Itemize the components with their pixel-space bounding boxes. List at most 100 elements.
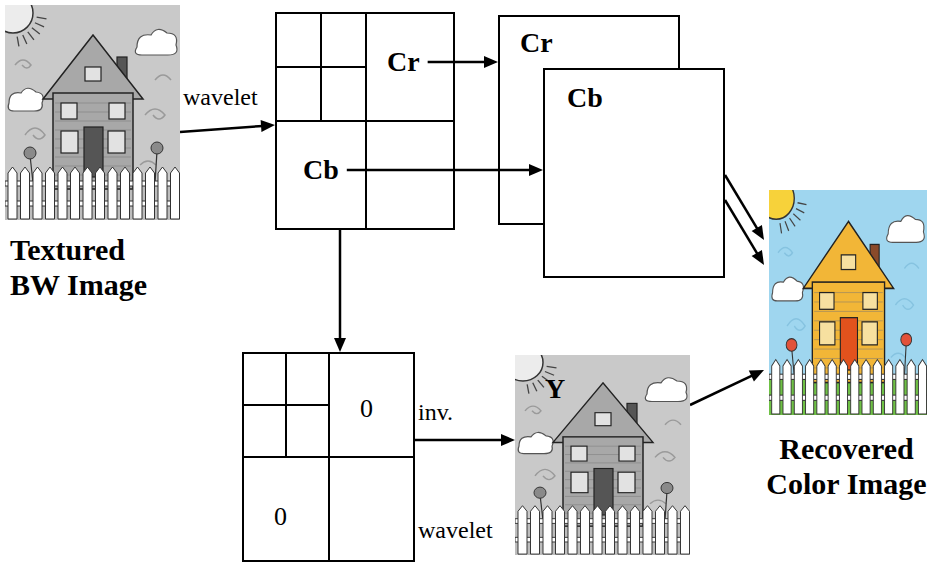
swirl — [665, 420, 681, 425]
house-picture — [769, 190, 927, 415]
picture — [769, 190, 927, 419]
arrow-line — [690, 375, 753, 405]
stem — [665, 491, 667, 521]
arrowhead — [752, 250, 764, 265]
fence-picket — [133, 167, 142, 219]
swirl — [140, 161, 156, 165]
arrow-connector — [180, 120, 275, 132]
cloud — [518, 432, 553, 453]
fence-picket — [918, 360, 926, 414]
swirl — [145, 109, 165, 119]
arrow-connector — [690, 370, 764, 405]
window — [595, 413, 611, 426]
subband-grid — [244, 354, 413, 560]
sun-ray — [23, 35, 27, 44]
siding — [814, 311, 883, 312]
subband-label: Cr — [387, 46, 437, 78]
window — [85, 67, 101, 81]
image-caption: Textured BW Image — [10, 233, 175, 302]
fence-picket — [907, 360, 915, 414]
fence-picket — [581, 506, 590, 554]
window — [61, 103, 77, 119]
swirl — [155, 75, 171, 80]
roof — [553, 383, 653, 443]
grid-line — [244, 404, 329, 406]
sky — [515, 355, 690, 555]
fence-picket — [21, 167, 30, 219]
grid-line — [277, 120, 453, 122]
siding — [55, 121, 131, 122]
siding — [565, 462, 641, 463]
swirl — [650, 500, 666, 504]
cloud — [645, 378, 687, 402]
zero-value: 0 — [274, 502, 304, 532]
arrowhead — [261, 120, 275, 132]
fence-picket — [121, 167, 130, 219]
swirl — [25, 128, 45, 139]
fence-picket — [518, 506, 527, 554]
fence-picket — [146, 167, 155, 219]
arrow-connector — [347, 164, 543, 176]
window — [61, 131, 78, 153]
flower — [786, 339, 797, 352]
swirl — [904, 263, 918, 268]
fence-picket — [593, 506, 602, 554]
swirl — [787, 319, 805, 331]
sun-ray — [785, 221, 789, 231]
flower — [534, 487, 546, 498]
fence-picket — [158, 167, 167, 219]
arrowhead — [501, 434, 515, 446]
stem — [904, 343, 906, 376]
color-image: Recovered Color Image — [764, 190, 929, 540]
fence-picket — [896, 360, 904, 414]
arrowhead — [752, 225, 764, 240]
image-caption: Recovered Color Image — [764, 432, 929, 501]
arrow-line — [725, 200, 758, 255]
arrow-line — [428, 61, 486, 64]
window — [571, 446, 587, 461]
luminance-image: Y — [515, 355, 690, 555]
sun-ray — [538, 380, 544, 387]
roof — [803, 221, 893, 288]
fence-picket — [568, 506, 577, 554]
arrow-line — [347, 169, 531, 172]
fence-picket — [806, 360, 814, 414]
fence-picket — [46, 167, 55, 219]
swirl — [525, 406, 541, 413]
window — [571, 472, 588, 492]
edge-label: wavelet — [183, 84, 283, 112]
picture — [244, 354, 413, 564]
fence-picket — [556, 506, 565, 554]
sun-ray — [17, 37, 19, 47]
sun-ray — [780, 223, 782, 233]
fence-picket — [885, 360, 893, 414]
flower — [151, 142, 163, 154]
sun — [5, 5, 33, 33]
arrow-connector — [334, 230, 346, 352]
plane-label: Cr — [520, 27, 580, 59]
sun-ray — [533, 383, 537, 391]
fence-picket — [828, 360, 836, 414]
sun-ray — [793, 214, 800, 220]
sun-ray — [527, 384, 529, 393]
fence-picket — [618, 506, 627, 554]
chroma-plane: Cb — [543, 68, 725, 278]
fence-picket — [631, 506, 640, 554]
subband-label: Cb — [303, 154, 353, 186]
fence-picket — [817, 360, 825, 414]
fence-picket — [108, 167, 117, 219]
sun-ray — [547, 366, 557, 368]
stem — [155, 151, 157, 183]
fence-picket — [794, 360, 802, 414]
fence-picket — [8, 167, 17, 219]
subband-grid — [277, 14, 453, 228]
fence-picket — [33, 167, 42, 219]
fence-picket — [531, 506, 540, 554]
arrowhead — [334, 338, 346, 352]
picture — [277, 14, 453, 232]
fence-picket — [58, 167, 67, 219]
roof — [43, 35, 143, 99]
sun-ray — [798, 203, 807, 205]
sun-ray — [32, 28, 40, 34]
fence-picket — [606, 506, 615, 554]
